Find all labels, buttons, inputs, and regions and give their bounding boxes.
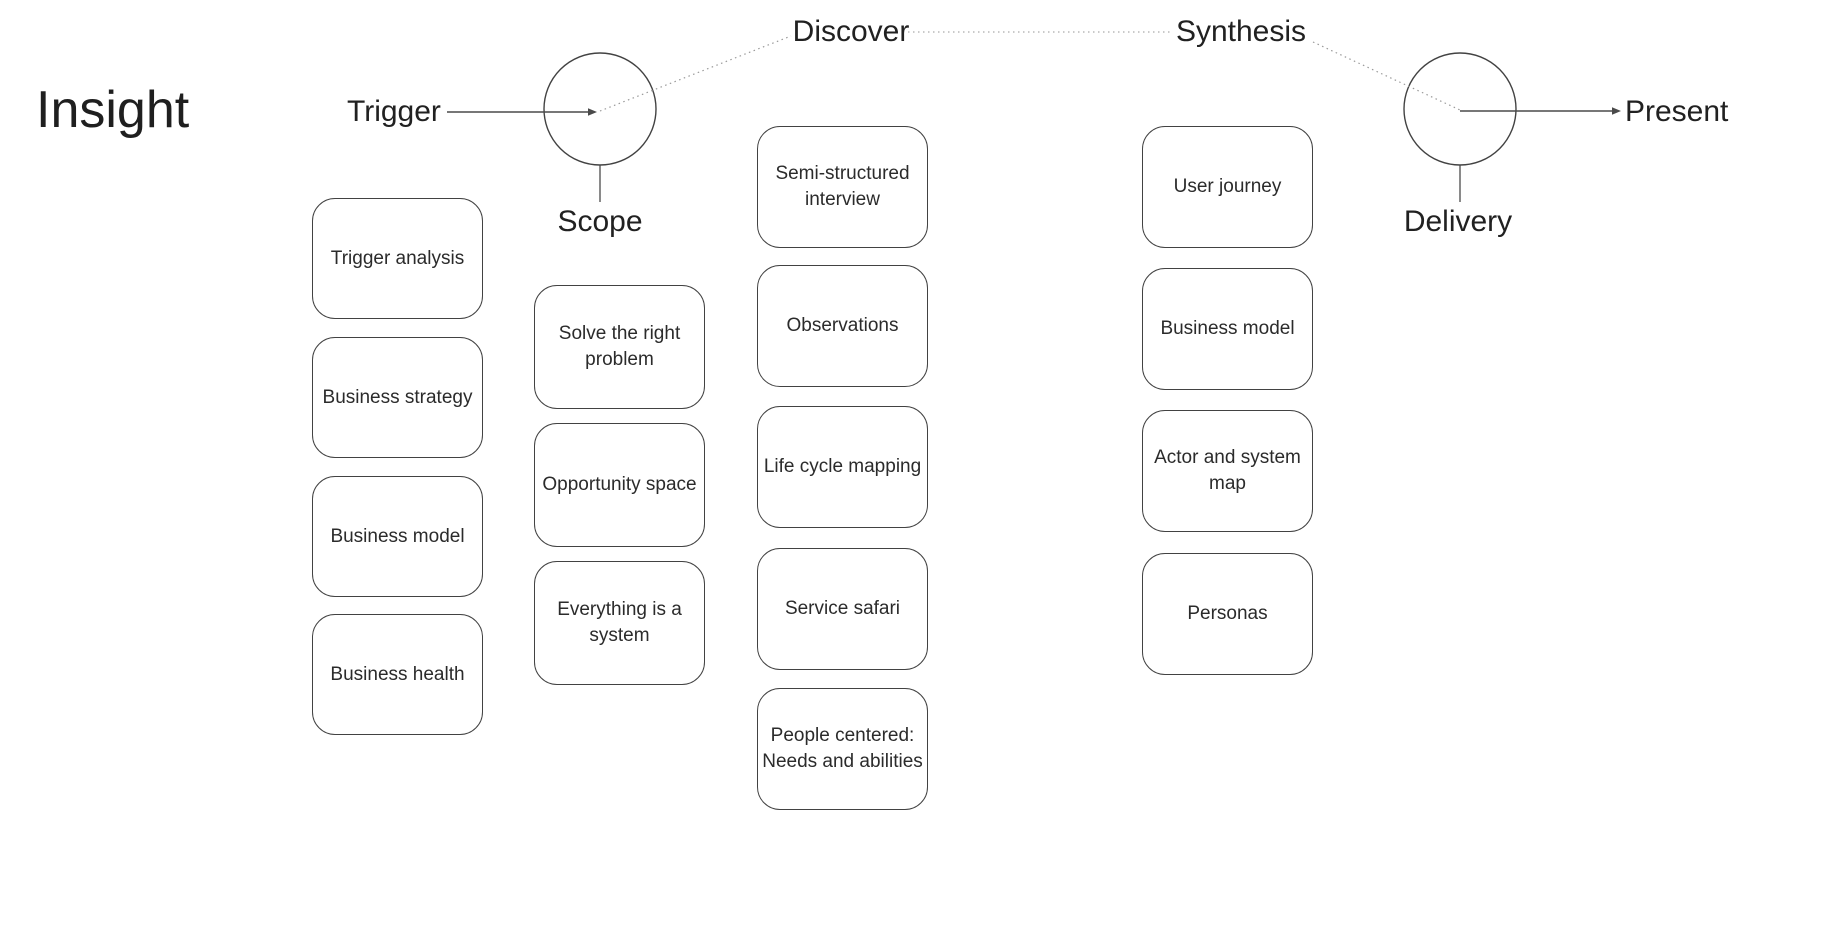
scope-to-discover-dotted-line	[599, 35, 792, 112]
method-box-everything-is-a-system[interactable]: Everything is a system	[534, 561, 705, 685]
method-box-solve-the-right-problem[interactable]: Solve the right problem	[534, 285, 705, 409]
method-box-label: Service safari	[784, 598, 901, 619]
trigger-arrowhead-icon	[588, 108, 597, 116]
method-box-life-cycle-mapping[interactable]: Life cycle mapping	[757, 406, 928, 528]
method-box-business-strategy[interactable]: Business strategy	[312, 337, 483, 458]
method-box-business-health[interactable]: Business health	[312, 614, 483, 735]
method-box-label: People centered: Needs and abilities	[762, 725, 923, 772]
method-box-label: Personas	[1187, 603, 1268, 624]
method-box-label: User journey	[1173, 176, 1282, 197]
method-box-label: Business strategy	[322, 386, 473, 408]
phase-label-discover[interactable]: Discover	[792, 15, 910, 48]
method-box-label: Trigger analysis	[330, 247, 465, 269]
present-arrowhead-icon	[1612, 107, 1621, 115]
method-box-opportunity-space[interactable]: Opportunity space	[534, 423, 705, 547]
delivery-circle[interactable]	[1403, 52, 1517, 166]
diagram-title[interactable]: Insight	[36, 81, 190, 139]
method-box-semi-structured-interview[interactable]: Semi-structured interview	[757, 126, 928, 248]
method-box-observations[interactable]: Observations	[757, 265, 928, 387]
method-box-user-journey[interactable]: User journey	[1142, 126, 1313, 248]
phase-label-scope[interactable]: Scope	[557, 205, 643, 238]
method-box-service-safari[interactable]: Service safari	[757, 548, 928, 670]
method-box-people-centered[interactable]: People centered: Needs and abilities	[757, 688, 928, 810]
method-box-actor-and-system-map[interactable]: Actor and system map	[1142, 410, 1313, 532]
method-box-label: Semi-structured interview	[775, 163, 910, 210]
method-box-personas[interactable]: Personas	[1142, 553, 1313, 675]
phase-label-present[interactable]: Present	[1625, 95, 1729, 128]
method-box-trigger-analysis[interactable]: Trigger analysis	[312, 198, 483, 319]
synthesis-to-delivery-dotted-line	[1312, 41, 1461, 111]
method-box-business-model-synthesis[interactable]: Business model	[1142, 268, 1313, 390]
method-box-label: Opportunity space	[542, 474, 697, 495]
method-box-label: Business model	[330, 525, 465, 547]
method-box-business-model-trigger[interactable]: Business model	[312, 476, 483, 597]
phase-label-delivery[interactable]: Delivery	[1403, 205, 1513, 238]
phase-label-synthesis[interactable]: Synthesis	[1175, 15, 1307, 48]
method-box-label: Solve the right problem	[558, 323, 681, 370]
method-box-label: Business health	[330, 663, 465, 685]
method-box-label: Observations	[786, 315, 899, 336]
method-box-label: Everything is a system	[557, 599, 682, 646]
phase-label-trigger[interactable]: Trigger	[347, 95, 441, 128]
method-box-label: Business model	[1160, 318, 1295, 339]
method-box-label: Life cycle mapping	[763, 456, 922, 477]
method-box-label: Actor and system map	[1154, 447, 1301, 494]
scope-circle[interactable]	[543, 52, 657, 166]
